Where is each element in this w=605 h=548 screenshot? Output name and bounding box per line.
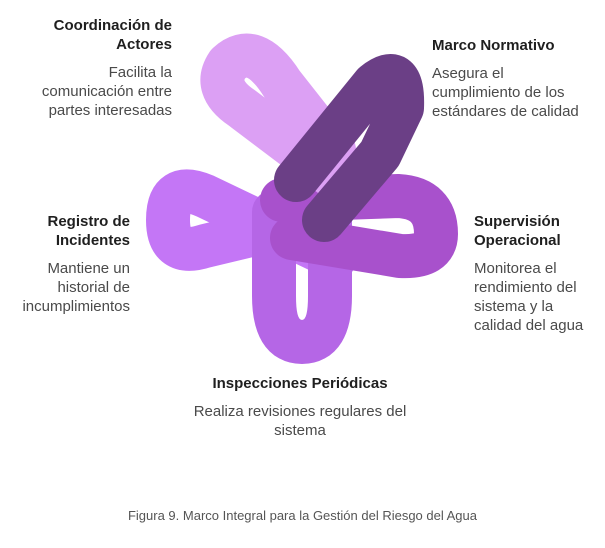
item-inspecciones-periodicas: Inspecciones Periódicas Realiza revision… — [190, 374, 410, 440]
item-description: Monitorea el rendimiento del sistema y l… — [474, 260, 584, 334]
item-registro-de-incidentes: Registro de Incidentes Mantiene un histo… — [4, 212, 130, 316]
item-description: Asegura el cumplimiento de los estándare… — [432, 65, 579, 120]
item-coordinacion-de-actores: Coordinación de Actores Facilita la comu… — [20, 16, 172, 120]
item-marco-normativo: Marco Normativo Asegura el cumplimiento … — [432, 36, 592, 121]
loop-inspecciones-periodicas — [252, 190, 352, 364]
loop-marco-normativo — [274, 54, 425, 242]
item-description: Mantiene un historial de incumplimientos — [22, 260, 130, 315]
figure-caption: Figura 9. Marco Integral para la Gestión… — [127, 508, 478, 523]
item-supervision-operacional: Supervisión Operacional Monitorea el ren… — [474, 212, 600, 335]
item-title: Marco Normativo — [432, 37, 555, 54]
item-title: Coordinación de Actores — [53, 17, 172, 53]
loop-supervision-operacional — [260, 174, 458, 279]
item-description: Facilita la comunicación entre partes in… — [41, 64, 172, 119]
loop-registro-de-incidentes — [146, 169, 357, 280]
item-description: Realiza revisiones regulares del sistema — [193, 403, 407, 439]
item-title: Inspecciones Periódicas — [212, 375, 388, 392]
item-title: Registro de Incidentes — [47, 213, 130, 249]
item-title: Supervisión Operacional — [474, 213, 561, 249]
loop-coordinacion-de-actores — [200, 33, 356, 198]
